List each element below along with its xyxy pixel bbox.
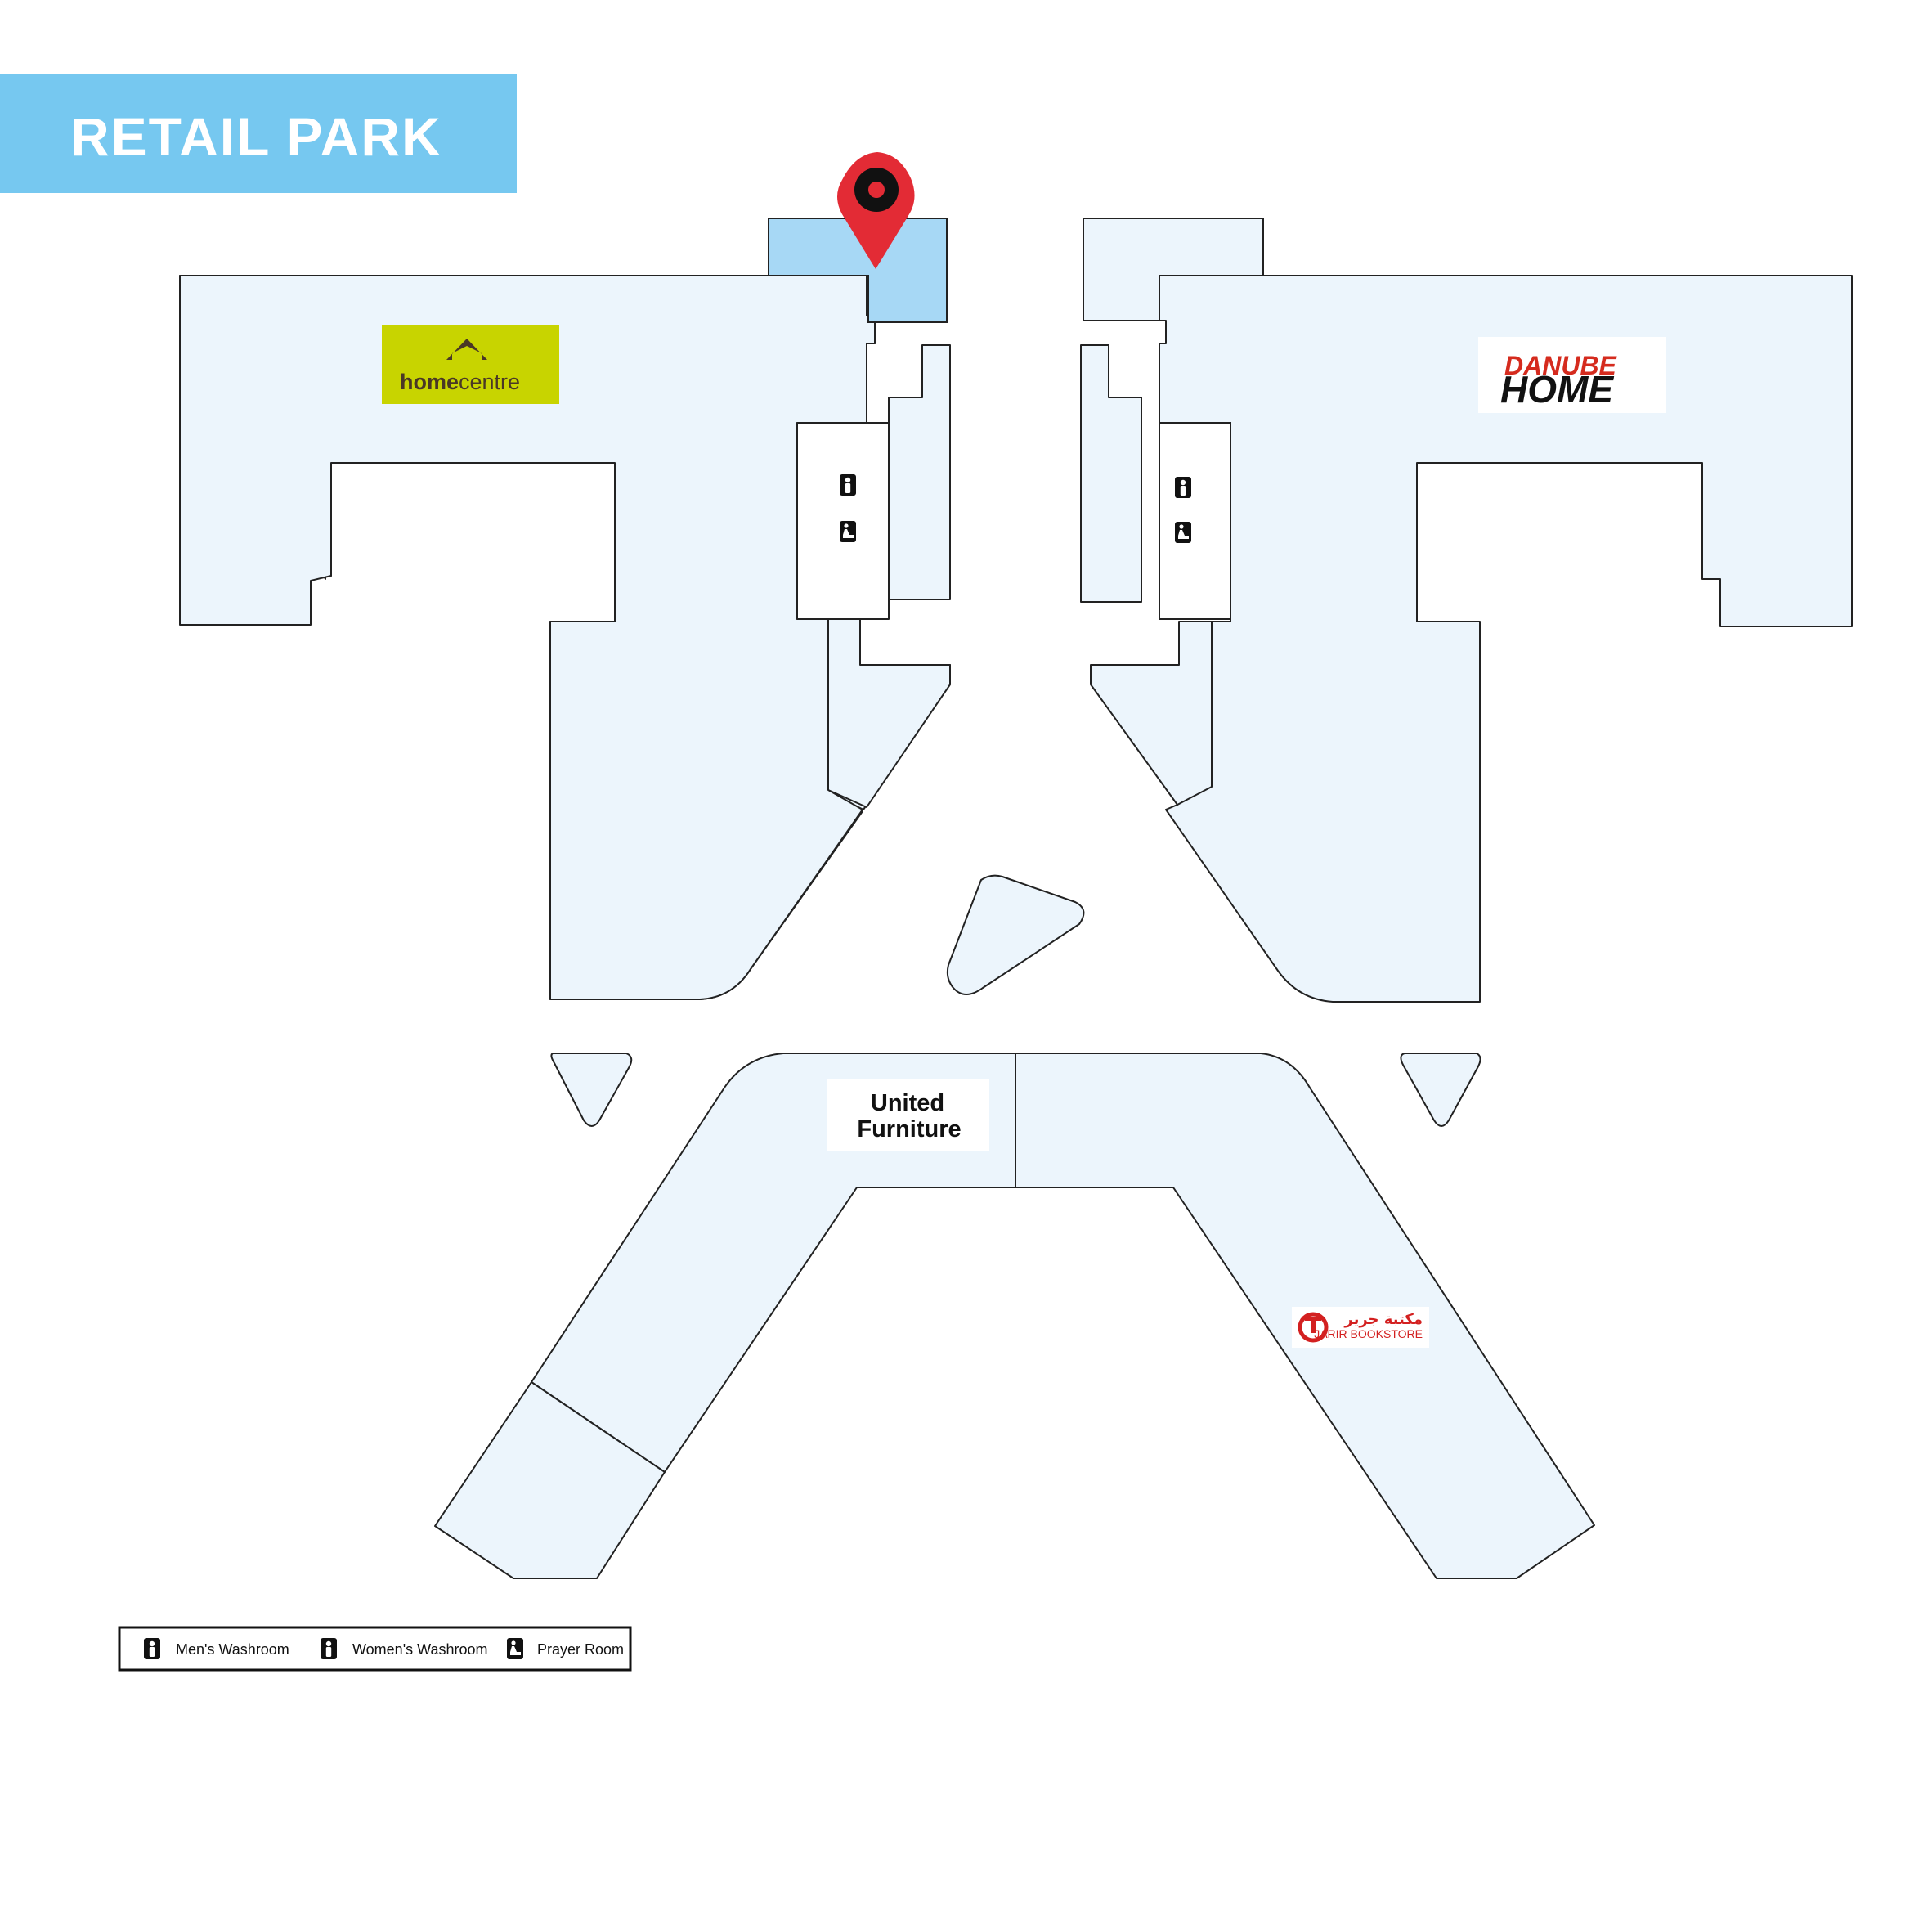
danube-logo-line1: DANUBE (1504, 351, 1618, 380)
home-centre-outline (179, 275, 876, 1000)
home-centre-logo-word: centre (459, 370, 520, 394)
prayer-room-icon[interactable] (840, 521, 856, 542)
jarir-bookstore-logo: مكتبة جرير JARIR BOOKSTORE (1292, 1307, 1429, 1348)
home-centre-logo: homecentre (382, 325, 559, 404)
central-island (946, 874, 1085, 995)
danube-home-logo: DANUBE HOME (1478, 337, 1666, 413)
island-triangle-left (550, 1053, 633, 1127)
legend-womens-icon (321, 1638, 337, 1659)
store-unit-bottom-left[interactable] (434, 1381, 666, 1579)
united-furniture-line1: United (871, 1090, 944, 1116)
legend-mens-icon (144, 1638, 160, 1659)
mens-washroom-icon[interactable] (1175, 477, 1191, 498)
location-pin-icon[interactable] (837, 152, 915, 269)
united-furniture-label: United Furniture (827, 1079, 989, 1151)
service-unit-left-1 (888, 344, 951, 600)
store-unit-united-furniture[interactable] (531, 1053, 1016, 1473)
jarir-arabic-name: مكتبة جرير (1343, 1311, 1423, 1328)
corridor-unit-left[interactable] (827, 618, 951, 808)
service-unit-right-1 (1080, 344, 1142, 603)
prayer-room-icon[interactable] (1175, 522, 1191, 543)
storage-unit-right-top (1083, 218, 1264, 321)
legend: Men's Washroom Women's Washroom Prayer R… (118, 1626, 632, 1672)
jarir-english-name: JARIR BOOKSTORE (1314, 1327, 1423, 1340)
home-roof-icon (446, 339, 487, 360)
svg-text:homecentre: homecentre (400, 370, 520, 394)
header-banner: RETAIL PARK (0, 74, 517, 193)
legend-prayer-label: Prayer Room (537, 1641, 624, 1658)
legend-womens-label: Women's Washroom (352, 1641, 487, 1658)
home-centre-logo-bold: home (400, 370, 459, 394)
washroom-block-right (1159, 422, 1231, 620)
legend-prayer-icon (507, 1638, 523, 1659)
legend-mens-label: Men's Washroom (176, 1641, 289, 1658)
united-furniture-line2: Furniture (857, 1116, 961, 1142)
island-triangle-right (1400, 1053, 1481, 1127)
corridor-unit-right[interactable] (1090, 621, 1213, 806)
selected-unit[interactable] (768, 218, 948, 323)
page-title: RETAIL PARK (70, 106, 442, 167)
mens-washroom-icon[interactable] (840, 474, 856, 496)
jarir-emblem-icon (1298, 1312, 1329, 1343)
danube-logo-line2: HOME (1500, 368, 1614, 411)
